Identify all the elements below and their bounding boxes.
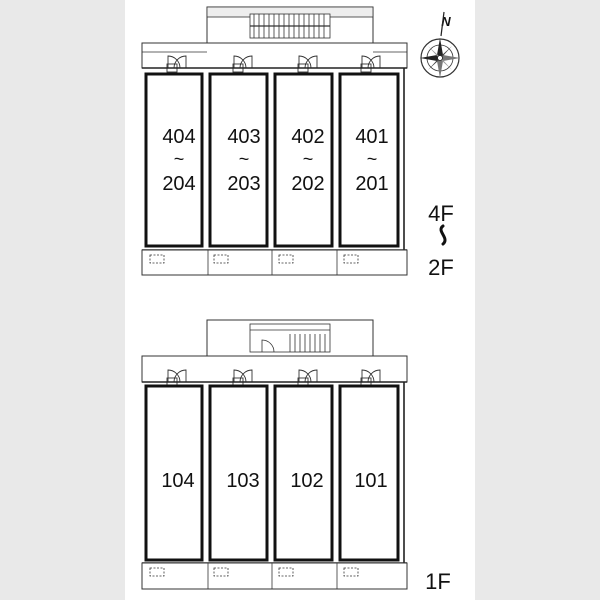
- ground-unit-labels: 104 103 102 101: [161, 470, 387, 492]
- floor-label-1f: 1F: [425, 569, 451, 594]
- unit-403-203: [208, 72, 269, 248]
- unit-label-203: 203: [227, 173, 260, 195]
- unit-404-204: [144, 72, 204, 248]
- unit-401-201: [338, 72, 400, 248]
- unit-label-202: 202: [291, 173, 324, 195]
- unit-label-204: 204: [162, 173, 195, 195]
- right-margin: [475, 0, 600, 600]
- floor-range-bottom: 2F: [428, 255, 454, 280]
- floor-range-top: 4F: [428, 201, 454, 226]
- unit-label-402: 402: [291, 126, 324, 148]
- unit-tilde-403: ~: [239, 149, 250, 169]
- unit-label-404: 404: [162, 126, 195, 148]
- unit-104: [144, 384, 204, 562]
- compass-rose-icon: [420, 38, 460, 78]
- stairs: [249, 13, 331, 39]
- unit-103: [208, 384, 269, 562]
- unit-label-403: 403: [227, 126, 260, 148]
- floor-range-wave: [439, 224, 447, 246]
- unit-label-102: 102: [290, 470, 323, 492]
- unit-label-401: 401: [355, 126, 388, 148]
- unit-tilde-404: ~: [174, 149, 185, 169]
- unit-102: [273, 384, 334, 562]
- unit-402-202: [273, 72, 334, 248]
- compass-north-label: N: [441, 14, 451, 29]
- yard-1f: [141, 562, 408, 590]
- ground-floor-plan: 104 103 102 101 1F: [141, 319, 451, 594]
- unit-label-101: 101: [354, 470, 387, 492]
- north-arrow-icon: [440, 11, 445, 37]
- balcony: [141, 249, 408, 276]
- upper-floor-plan: 404 ~ 204 403 ~ 203 402 ~ 202 401 ~ 201 …: [141, 6, 454, 280]
- upper-unit-labels: 404 ~ 204 403 ~ 203 402 ~ 202 401 ~ 201: [162, 126, 388, 195]
- unit-101: [338, 384, 400, 562]
- unit-tilde-402: ~: [303, 149, 314, 169]
- stairs-1f: [249, 323, 331, 353]
- left-margin: [0, 0, 125, 600]
- unit-label-104: 104: [161, 470, 194, 492]
- unit-label-201: 201: [355, 173, 388, 195]
- unit-label-103: 103: [226, 470, 259, 492]
- unit-tilde-401: ~: [367, 149, 378, 169]
